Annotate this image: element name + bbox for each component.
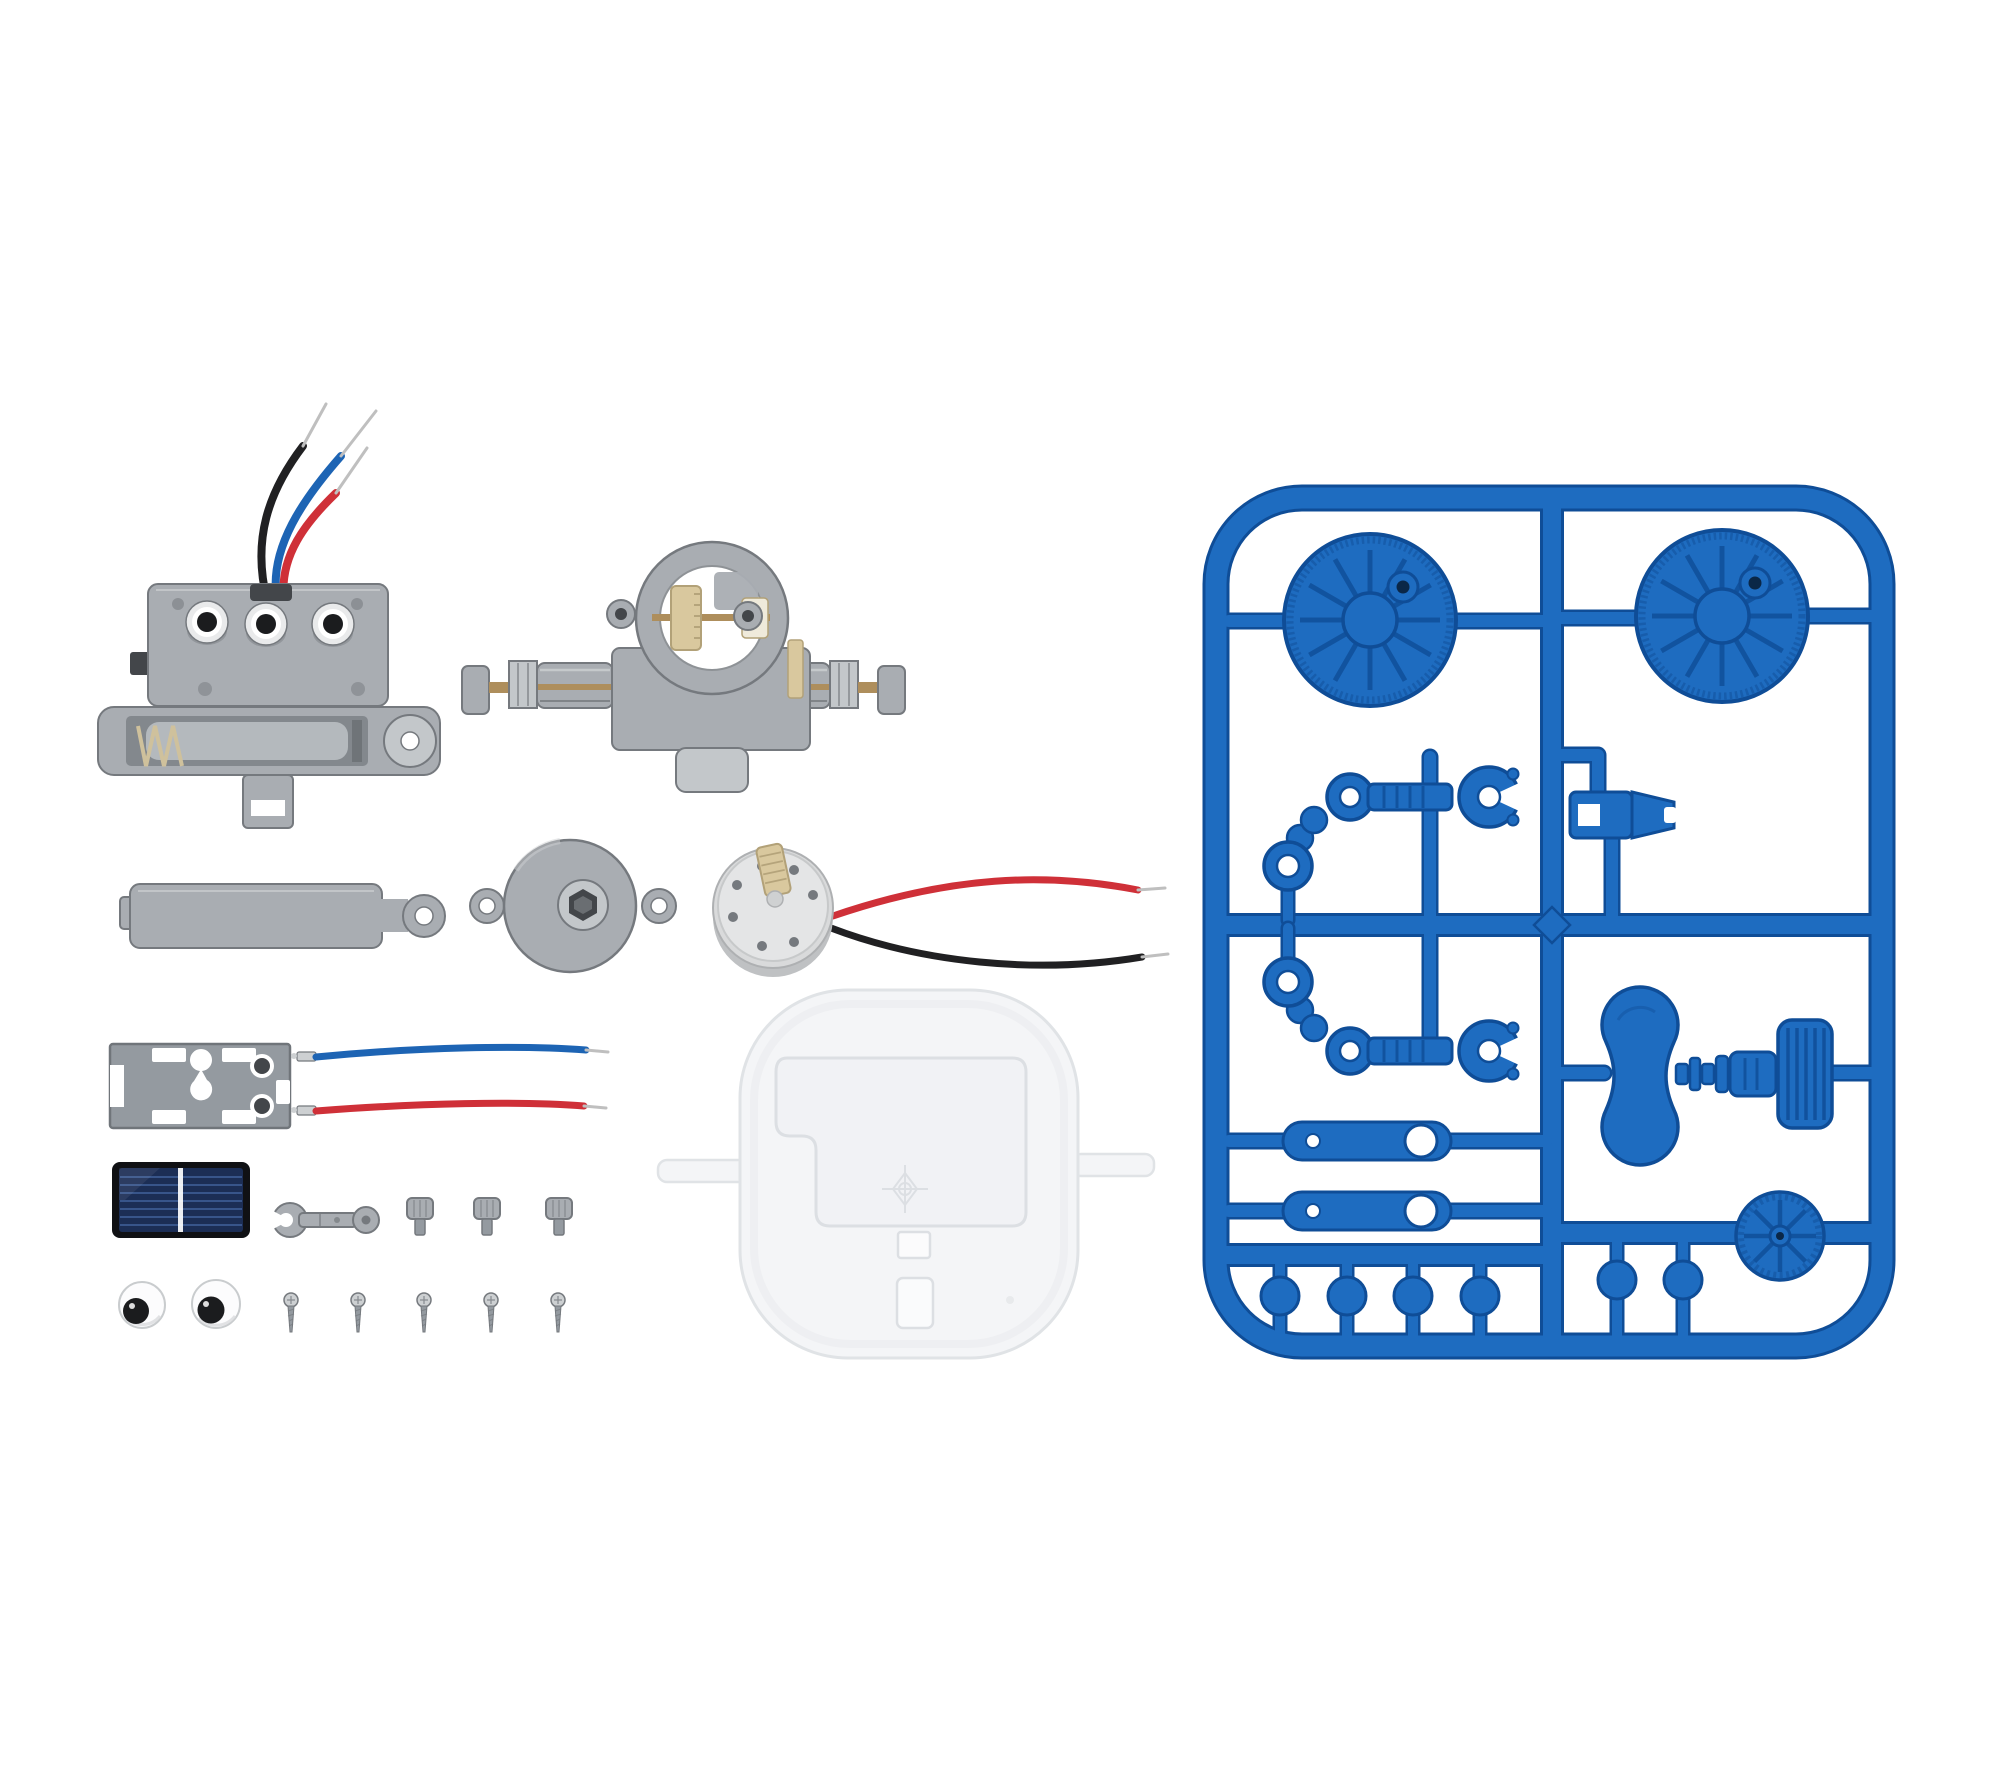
axle-stub-right bbox=[1070, 1152, 1156, 1178]
output-port-3 bbox=[311, 602, 355, 648]
gear-shaft bbox=[652, 614, 770, 621]
left-hex-cap bbox=[461, 665, 490, 715]
dc-motor bbox=[712, 842, 1170, 977]
left-shaft bbox=[489, 682, 510, 693]
battery-holder bbox=[97, 706, 441, 829]
right-hex-cap bbox=[877, 665, 906, 715]
bracket-keyhole bbox=[190, 1049, 213, 1101]
sprue-grip-knob bbox=[1674, 1018, 1834, 1130]
sprue-wheel-right bbox=[1636, 530, 1808, 702]
screw-4 bbox=[483, 1292, 499, 1333]
gearbox-axle-assembly bbox=[461, 540, 906, 793]
bolt-1 bbox=[406, 1197, 434, 1236]
motor-wire-red bbox=[829, 876, 1142, 920]
shell-hole-small bbox=[896, 1230, 932, 1260]
battery-box bbox=[130, 402, 389, 707]
battery-spring bbox=[136, 725, 184, 767]
crown-gear bbox=[670, 585, 702, 651]
housing-foot bbox=[675, 747, 749, 793]
cell-divider bbox=[178, 1168, 183, 1232]
output-port-2 bbox=[244, 602, 288, 648]
battery-box-wires bbox=[257, 402, 378, 604]
wire-exit-slot bbox=[250, 584, 292, 601]
motor-pinion bbox=[755, 842, 792, 898]
battery-contact bbox=[352, 720, 362, 762]
jumper-wire-red bbox=[291, 1099, 608, 1116]
sprue-robot-arm-bottom bbox=[1264, 928, 1534, 1081]
mount-hole bbox=[400, 731, 420, 751]
shell-hole-large bbox=[895, 1276, 935, 1330]
motor-wire-black bbox=[827, 924, 1146, 969]
screw-1 bbox=[283, 1292, 299, 1333]
sprue-dumbbell-foot bbox=[1600, 985, 1680, 1167]
sprue-link-bar-2 bbox=[1281, 1190, 1453, 1232]
blue-parts-sprue bbox=[1202, 484, 1896, 1360]
wrench bbox=[260, 1202, 380, 1238]
sprue-pellets bbox=[1259, 1259, 1704, 1317]
screw-3 bbox=[416, 1292, 432, 1333]
sprue-wheel-left bbox=[1284, 534, 1456, 706]
bolt-2 bbox=[473, 1197, 501, 1236]
battery-cover bbox=[119, 883, 446, 949]
shoulder-bolts bbox=[406, 1197, 573, 1236]
gear-rack bbox=[787, 639, 804, 699]
round-gearbox bbox=[469, 838, 677, 974]
power-switch bbox=[130, 652, 150, 675]
jumper-wire-blue bbox=[291, 1043, 610, 1062]
axle-stub-left bbox=[656, 1158, 750, 1184]
cover-hole bbox=[414, 906, 434, 926]
output-port-1 bbox=[185, 600, 229, 646]
bolt-3 bbox=[545, 1197, 573, 1236]
screw-5 bbox=[550, 1292, 566, 1333]
solar-panel bbox=[112, 1162, 250, 1238]
screw-2 bbox=[350, 1292, 366, 1333]
sprue-link-bar-1 bbox=[1281, 1120, 1453, 1162]
screws bbox=[283, 1292, 566, 1333]
mounting-bracket bbox=[108, 1042, 292, 1130]
sprue-small-gear bbox=[1736, 1192, 1824, 1280]
googly-eyes bbox=[118, 1279, 241, 1329]
sprue-clip-connector bbox=[1568, 790, 1676, 840]
sprue-junction-node bbox=[1532, 905, 1572, 945]
shell-panel bbox=[774, 1056, 1028, 1228]
body-shell bbox=[656, 988, 1156, 1360]
shell-compass-mark bbox=[882, 1165, 928, 1213]
sprue-robot-arm-top bbox=[1264, 767, 1534, 920]
right-shaft bbox=[858, 682, 879, 693]
